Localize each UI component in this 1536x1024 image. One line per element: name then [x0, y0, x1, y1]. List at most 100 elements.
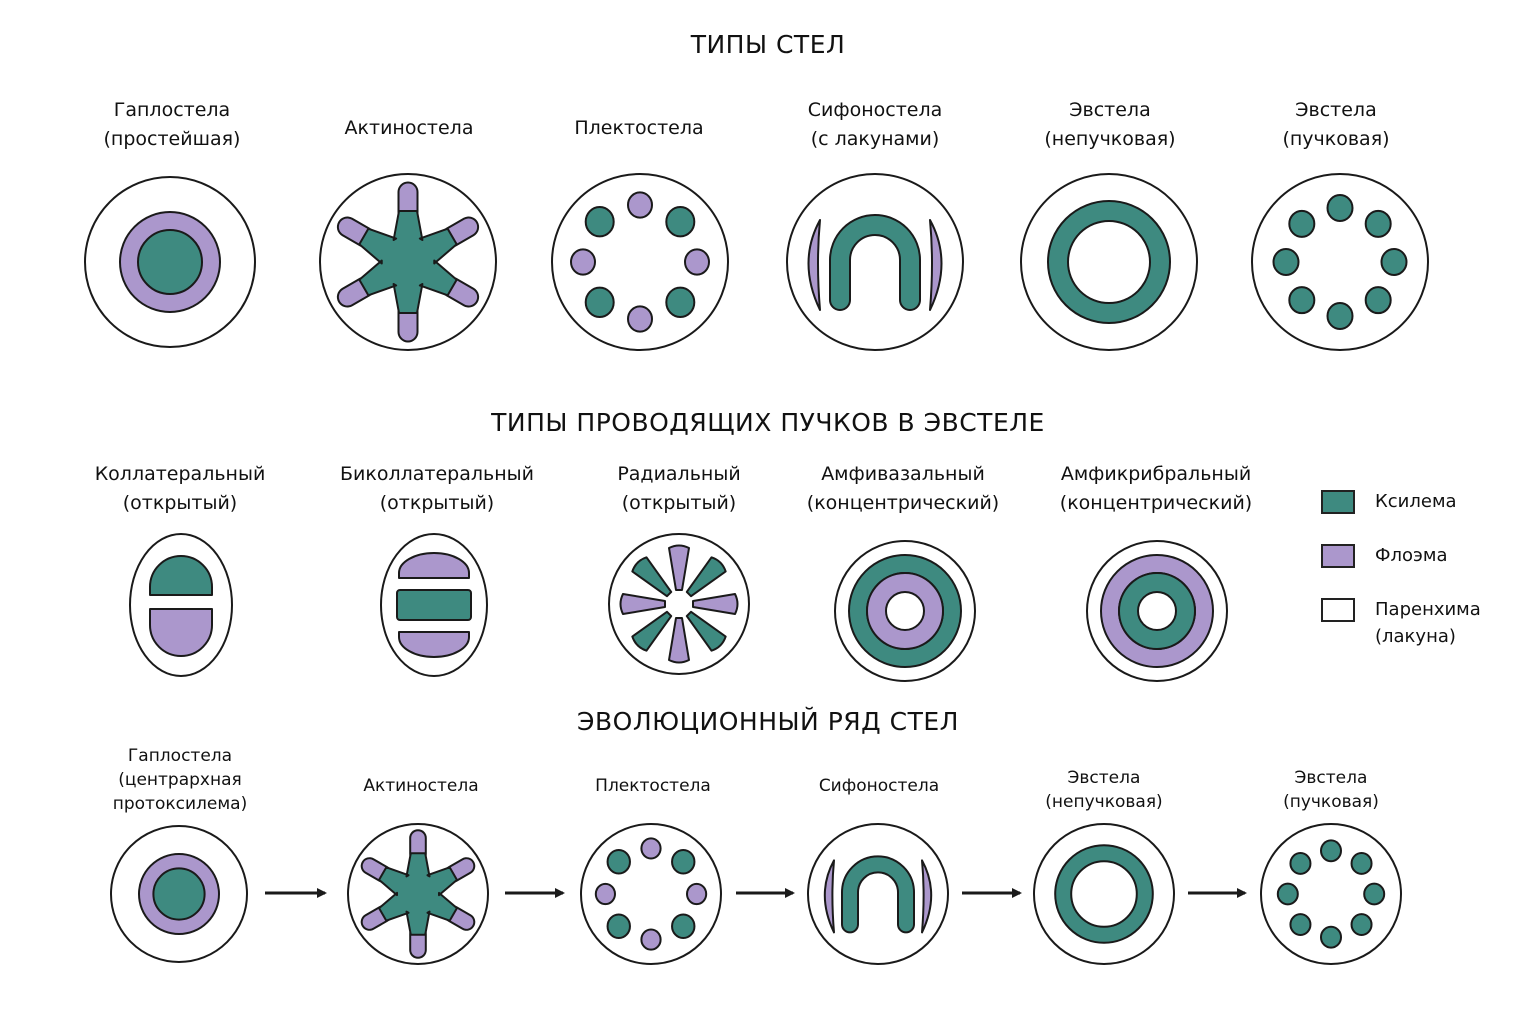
amphivasal-bundle-figure — [834, 540, 976, 682]
phloem-cap — [362, 859, 391, 881]
plectostele-figure — [551, 173, 729, 351]
bicollateral-bundle-figure — [380, 533, 488, 677]
section-title-bundle-types: ТИПЫ ПРОВОДЯЩИХ ПУЧКОВ В ЭВСТЕЛЕ — [491, 408, 1045, 437]
evo-label-actinostele: Актиностела — [363, 776, 479, 796]
phloem-plate — [684, 248, 710, 276]
xylem-plate — [606, 913, 631, 940]
xylem-plate — [671, 913, 696, 940]
vascular-bundle — [1364, 209, 1392, 238]
phloem-plate — [594, 882, 617, 906]
phloem-cap — [445, 859, 474, 881]
evo-haplostele-figure — [110, 825, 248, 963]
section-title-evolution: ЭВОЛЮЦИОННЫЙ РЯД СТЕЛ — [577, 707, 959, 736]
label-siphonostele: Сифоностела(с лакунами) — [807, 99, 943, 150]
outer-boundary — [1020, 173, 1198, 351]
xylem-ray — [631, 556, 673, 598]
legend-swatch-phloem — [1321, 544, 1355, 568]
xylem-plate — [584, 286, 615, 319]
xylem-star — [358, 210, 458, 314]
vascular-bundle — [1272, 248, 1300, 276]
label-amphivasal: Амфивазальный(концентрический) — [806, 463, 1000, 514]
label-collateral: Коллатеральный(открытый) — [94, 463, 266, 514]
phloem-inner — [398, 631, 470, 658]
xylem-core — [137, 229, 203, 295]
vascular-bundle — [1288, 286, 1316, 315]
phloem-crescent-left — [823, 859, 835, 934]
phloem-crescent-right — [921, 859, 933, 934]
xylem-ring — [1047, 200, 1171, 324]
phloem-ring — [866, 572, 944, 650]
xylem-plate — [665, 205, 696, 238]
vascular-bundle — [1320, 839, 1342, 863]
evo-eustele-continuous-figure — [1033, 823, 1175, 965]
xylem-ring — [1118, 572, 1196, 650]
phloem — [149, 608, 213, 657]
phloem-plate — [570, 248, 596, 276]
phloem-ray — [668, 617, 690, 664]
vascular-bundle — [1363, 882, 1386, 906]
phloem-plate — [627, 305, 653, 333]
vascular-bundle — [1350, 913, 1373, 936]
label-eustele-bundled: Эвстела(пучковая) — [1282, 99, 1390, 150]
xylem-plate — [584, 205, 615, 238]
amphicribral-bundle-figure — [1086, 540, 1228, 682]
phloem-ray — [668, 544, 690, 591]
phloem-cap — [445, 907, 474, 929]
phloem-plate — [686, 882, 708, 906]
phloem-cap — [338, 278, 374, 306]
xylem-plate — [671, 848, 696, 875]
evo-label-siphonostele: Сифоностела — [818, 776, 940, 796]
evo-label-eustele-continuous: Эвстела(непучковая) — [1045, 768, 1163, 812]
evo-eustele-bundled-figure — [1260, 823, 1402, 965]
phloem-cap — [442, 218, 478, 246]
section-title-stele-types: ТИПЫ СТЕЛ — [690, 30, 846, 59]
actinostele-figure — [319, 173, 497, 351]
xylem-core — [152, 867, 206, 921]
eustele-bundled-figure — [1251, 173, 1429, 351]
phloem-cap — [362, 907, 391, 929]
xylem — [149, 555, 213, 596]
xylem-horseshoe — [829, 214, 921, 311]
xylem-ray — [631, 610, 673, 652]
xylem-ray — [685, 556, 727, 598]
label-radial: Радиальный(открытый) — [617, 463, 741, 514]
vascular-bundle — [1289, 852, 1312, 875]
xylem-star — [378, 852, 458, 936]
label-haplostele: Гаплостела(простейшая) — [103, 99, 241, 150]
phloem-outer — [398, 552, 470, 579]
label-actinostele: Актиностела — [344, 117, 474, 139]
evo-label-eustele-bundled: Эвстела(пучковая) — [1283, 768, 1379, 812]
haplostele-figure — [84, 176, 256, 348]
label-plectostele: Плектостела — [574, 117, 704, 139]
legend-swatch-xylem — [1321, 490, 1355, 514]
vascular-bundle — [1289, 913, 1312, 936]
vascular-bundle — [1326, 302, 1354, 330]
label-eustele-continuous: Эвстела(непучковая) — [1044, 99, 1176, 150]
siphonostele-figure — [786, 173, 964, 351]
xylem-horseshoe — [841, 855, 915, 934]
phloem-plate — [627, 191, 653, 219]
xylem-plate — [665, 286, 696, 319]
phloem-cap — [338, 218, 374, 246]
evo-label-plectostele: Плектостела — [595, 776, 711, 796]
label-bicollateral: Биколлатеральный(открытый) — [340, 463, 534, 514]
label-amphicribral: Амфикрибральный(концентрический) — [1059, 463, 1253, 514]
vascular-bundle — [1276, 882, 1299, 906]
radial-bundle-figure — [608, 533, 750, 675]
xylem-ring — [1054, 844, 1154, 944]
vascular-bundle — [1380, 248, 1408, 276]
xylem-ray — [685, 610, 727, 652]
phloem-plate — [640, 837, 662, 860]
xylem — [396, 589, 472, 621]
phloem-ray — [619, 593, 666, 615]
phloem-crescent-right — [929, 219, 943, 311]
evo-siphonostele-figure — [807, 823, 949, 965]
evo-actinostele-figure — [347, 823, 489, 965]
xylem-plate — [606, 848, 631, 875]
vascular-bundle — [1364, 286, 1392, 315]
phloem-plate — [640, 928, 662, 951]
collateral-bundle-figure — [129, 533, 233, 677]
